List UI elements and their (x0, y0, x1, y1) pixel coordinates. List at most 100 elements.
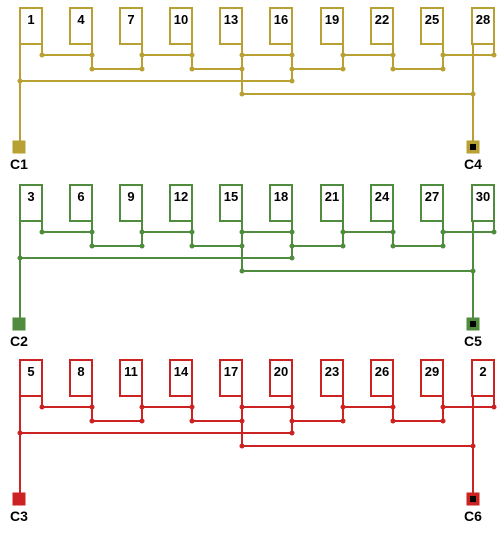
slot-box (19, 184, 43, 222)
slot-box (169, 359, 193, 397)
coil-connection (191, 221, 243, 247)
terminal-square (12, 317, 26, 331)
slot-box (420, 184, 444, 222)
junction-dot (239, 268, 245, 274)
slot-box (320, 7, 344, 45)
slot-label: 3 (27, 189, 34, 204)
junction-dot (139, 418, 145, 424)
junction-dot (89, 418, 95, 424)
junction-dot (390, 418, 396, 424)
slot-label: 21 (325, 189, 339, 204)
terminal-c6: C6 (464, 492, 482, 524)
slot-box (219, 359, 243, 397)
slot-box (119, 7, 143, 45)
junction-dot (189, 243, 195, 249)
junction-dot (440, 66, 446, 72)
coil-connection (91, 44, 143, 70)
coil-connection (241, 396, 293, 408)
coil-connection (442, 44, 495, 56)
junction-dot (89, 243, 95, 249)
slot-label: 20 (274, 364, 288, 379)
slot-box (69, 359, 93, 397)
slot-box (119, 184, 143, 222)
coil-connection (342, 396, 394, 408)
slot-label: 28 (476, 12, 490, 27)
junction-dot (189, 418, 195, 424)
coil-connection (442, 221, 495, 233)
junction-dot (189, 66, 195, 72)
slot-label: 12 (174, 189, 188, 204)
junction-dot (89, 66, 95, 72)
bus-line (20, 246, 293, 259)
junction-dot (139, 404, 145, 410)
coil-connection (41, 221, 93, 233)
coil-connection (141, 221, 193, 233)
coil-connection (342, 221, 394, 233)
slot-box (471, 359, 495, 397)
slot-label: 6 (77, 189, 84, 204)
junction-dot (139, 66, 145, 72)
slot-label: 17 (224, 364, 238, 379)
coil-connection (392, 221, 444, 247)
slot-label: 27 (425, 189, 439, 204)
slot-label: 2 (479, 364, 486, 379)
slot-label: 9 (127, 189, 134, 204)
terminal-marker (470, 321, 476, 327)
terminal-label: C5 (464, 333, 482, 349)
coil-connection (191, 396, 243, 422)
coil-connection (392, 44, 444, 70)
coil-connection (241, 221, 293, 233)
coil-connection (41, 44, 93, 56)
slot-label: 15 (224, 189, 238, 204)
slot-box (219, 184, 243, 222)
slot-label: 30 (476, 189, 490, 204)
slot-label: 18 (274, 189, 288, 204)
junction-dot (239, 443, 245, 449)
coil-connection (141, 396, 193, 408)
junction-dot (340, 418, 346, 424)
coil-connection (291, 221, 344, 247)
junction-dot (139, 243, 145, 249)
terminal-c1: C1 (10, 140, 28, 172)
slot-label: 1 (27, 12, 34, 27)
slot-box (370, 184, 394, 222)
terminal-label: C2 (10, 333, 28, 349)
bus-line (241, 232, 473, 272)
terminal-c4: C4 (464, 140, 482, 172)
slot-label: 14 (174, 364, 189, 379)
slot-box (471, 184, 495, 222)
terminal-label: C3 (10, 508, 28, 524)
slot-box (320, 359, 344, 397)
junction-dot (139, 229, 145, 235)
junction-dot (491, 229, 497, 235)
slot-box (169, 184, 193, 222)
slot-box (370, 359, 394, 397)
slot-box (69, 184, 93, 222)
terminal-marker (470, 144, 476, 150)
slot-box (69, 7, 93, 45)
slot-label: 22 (375, 12, 389, 27)
slot-box (471, 7, 495, 45)
slot-box (219, 7, 243, 45)
slot-label: 4 (77, 12, 85, 27)
terminal-label: C6 (464, 508, 482, 524)
junction-dot (239, 91, 245, 97)
slot-label: 7 (127, 12, 134, 27)
junction-dot (289, 255, 295, 261)
slot-label: 16 (274, 12, 288, 27)
slot-label: 13 (224, 12, 238, 27)
slot-box (19, 359, 43, 397)
junction-dot (390, 243, 396, 249)
slot-label: 19 (325, 12, 339, 27)
coil-connection (442, 396, 495, 408)
slot-label: 10 (174, 12, 188, 27)
slot-box (420, 359, 444, 397)
junction-dot (440, 418, 446, 424)
terminal-square (12, 492, 26, 506)
junction-dot (39, 52, 45, 58)
slot-label: 8 (77, 364, 84, 379)
junction-dot (289, 78, 295, 84)
bus-line (20, 421, 293, 434)
